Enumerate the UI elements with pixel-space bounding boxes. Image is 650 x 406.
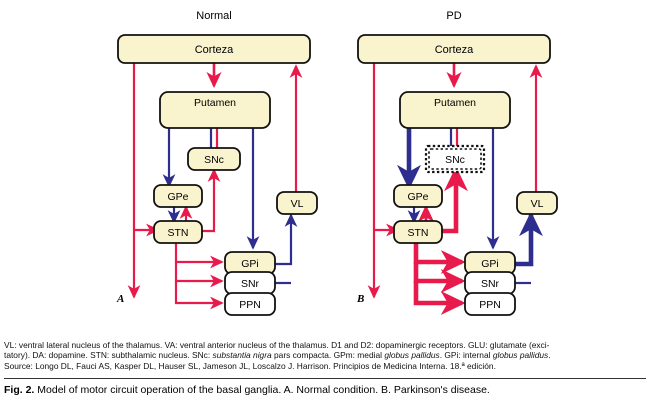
edge-stn-snc [201, 168, 221, 233]
node-vl-pd-label: VL [531, 198, 544, 210]
node-vl-normal-label: VL [291, 198, 304, 210]
node-cortex-normal-label: Corteza [195, 44, 234, 56]
figure-caption-label: Fig. 2. [4, 384, 35, 396]
edge-stn-snr [174, 262, 224, 288]
legend-line-2-a: tatory). DA: dopamine. STN: subthalamic … [4, 350, 213, 361]
edge-stn-gpi-pd [413, 242, 466, 274]
edge-stn-ppn-pd [413, 281, 466, 315]
nodes-pd: Corteza Putamen SNc GPe [357, 34, 558, 316]
node-snc-pd[interactable]: SNc [424, 144, 486, 174]
node-ppn-normal[interactable]: PPN [224, 292, 276, 316]
abbreviations-legend: VL: ventral lateral nucleus of the thala… [4, 340, 646, 371]
node-ppn-normal-label: PPN [239, 299, 261, 311]
legend-italic-globus-pallidus-1: globus pallidus [384, 350, 440, 361]
node-vl-pd[interactable]: VL [516, 191, 558, 215]
node-putamen-normal-label: Putamen [194, 97, 236, 109]
node-gpi-pd-label: GPi [481, 258, 499, 270]
panel-pd: Corteza Putamen SNc GPe [356, 34, 558, 316]
legend-italic-substantia-nigra: substantia nigra [212, 350, 272, 361]
panel-title-normal: Normal [196, 10, 232, 22]
basal-ganglia-circuit-svg: Corteza Putamen SNc GPe [116, 34, 558, 316]
node-gpe-pd-label: GPe [407, 191, 428, 203]
node-stn-pd-label: STN [408, 227, 429, 239]
node-snc-normal[interactable]: SNc [187, 147, 241, 171]
figure-caption: Fig. 2. Model of motor circuit operation… [4, 384, 646, 397]
panel-letter-a: A [116, 293, 124, 305]
node-snr-normal[interactable]: SNr [224, 271, 276, 295]
node-putamen-pd[interactable]: Putamen [399, 91, 511, 129]
node-cortex-normal[interactable]: Corteza [117, 34, 311, 64]
node-snr-pd[interactable]: SNr [464, 271, 516, 295]
node-snr-normal-label: SNr [241, 278, 260, 290]
node-ppn-pd-label: PPN [479, 299, 501, 311]
node-gpe-normal-label: GPe [167, 191, 188, 203]
node-gpi-pd[interactable]: GPi [464, 251, 516, 275]
node-ppn-pd[interactable]: PPN [464, 292, 516, 316]
diagram-area: Corteza Putamen SNc GPe [116, 34, 558, 316]
node-cortex-pd-label: Corteza [435, 44, 474, 56]
panel-normal: Corteza Putamen SNc GPe [116, 34, 318, 316]
edge-gpi-vl [275, 213, 298, 266]
edge-gpi-vl-pd [515, 211, 543, 267]
node-putamen-pd-label: Putamen [434, 97, 476, 109]
edge-stn-ppn [174, 281, 224, 310]
node-snr-pd-label: SNr [481, 278, 500, 290]
node-gpi-normal[interactable]: GPi [224, 251, 276, 275]
node-stn-normal[interactable]: STN [153, 220, 203, 244]
legend-line-1: VL: ventral lateral nucleus of the thala… [4, 340, 550, 350]
node-cortex-pd[interactable]: Corteza [357, 34, 551, 64]
caption-divider [4, 378, 646, 379]
node-gpi-normal-label: GPi [241, 258, 259, 270]
node-gpe-pd[interactable]: GPe [393, 184, 443, 208]
edge-stn-gpi [174, 242, 224, 269]
node-putamen-normal[interactable]: Putamen [159, 91, 271, 129]
node-snc-normal-label: SNc [204, 154, 224, 166]
node-stn-pd[interactable]: STN [393, 220, 443, 244]
legend-line-2-b: pars compacta. GPm: medial [271, 350, 385, 361]
nodes-normal: Corteza Putamen SNc GPe [117, 34, 318, 316]
edge-stn-snc-pd [441, 166, 468, 234]
legend-line-2-d: . [548, 350, 551, 361]
node-vl-normal[interactable]: VL [276, 191, 318, 215]
panel-title-pd: PD [446, 10, 462, 22]
edge-stn-snr-pd [413, 262, 466, 293]
legend-line-2-c: . GPi: internal [439, 350, 493, 361]
legend-line-2: tatory). DA: dopamine. STN: subthalamic … [4, 350, 646, 360]
legend-line-3-source: Source: Longo DL, Fauci AS, Kasper DL, H… [4, 360, 496, 371]
figure-caption-text: Model of motor circuit operation of the … [37, 384, 490, 396]
panel-letter-b: B [356, 293, 364, 305]
legend-italic-globus-pallidus-2: globus pallidus [492, 350, 549, 361]
node-gpe-normal[interactable]: GPe [153, 184, 203, 208]
node-snc-pd-label: SNc [445, 154, 465, 166]
node-stn-normal-label: STN [168, 227, 189, 239]
